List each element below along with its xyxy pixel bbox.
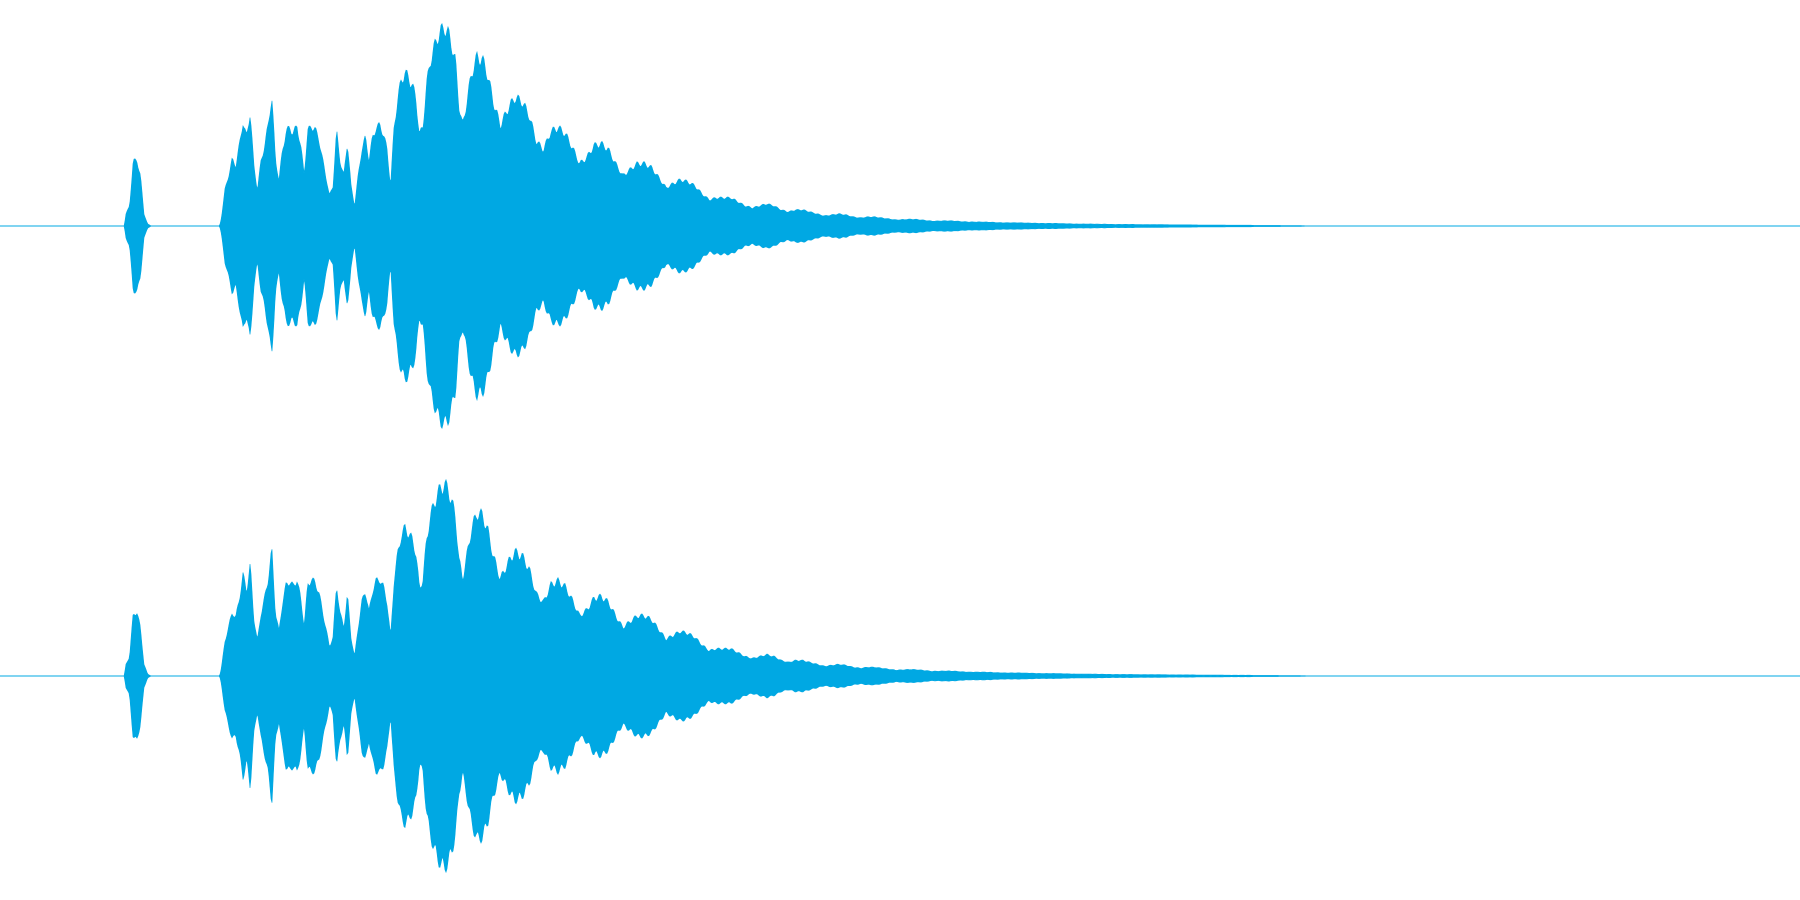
waveform-envelope (0, 478, 1800, 874)
waveform-channel-right (0, 478, 1800, 874)
waveform-envelope (0, 22, 1800, 430)
waveform-channel-left (0, 22, 1800, 430)
